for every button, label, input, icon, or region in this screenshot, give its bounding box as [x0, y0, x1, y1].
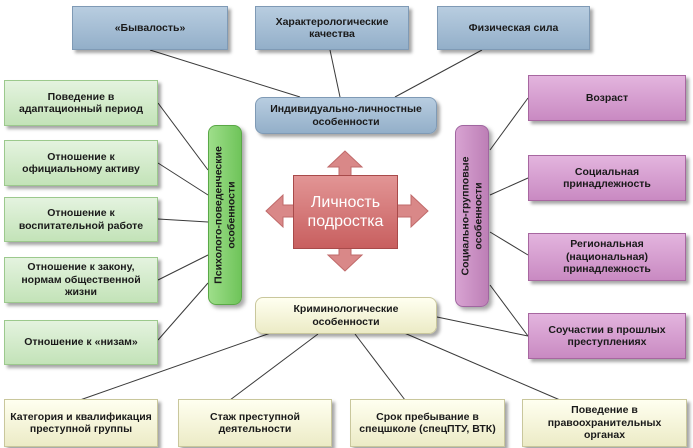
arrow-up-icon: [326, 150, 364, 178]
psych-behavioral-box: Психолого-поведенческие особенности: [208, 125, 242, 305]
social-group-label: Социально-групповые особенности: [459, 156, 485, 276]
top-box-strength: Физическая сила: [437, 6, 590, 50]
left-box-lower-caste: Отношение к «низам»: [4, 320, 158, 365]
individual-personal-box: Индивидуально-личностные особенности: [255, 97, 437, 134]
top-box-byvalost: «Бывалость»: [72, 6, 228, 50]
bottom-box-law-enforcement: Поведение в правоохранительных органах: [522, 399, 687, 447]
psych-behavioral-label: Психолого-поведенческие особенности: [212, 146, 238, 284]
bottom-box-crime-experience: Стаж преступной деятельности: [178, 399, 332, 447]
arrow-left-icon: [265, 193, 296, 229]
right-box-social-affiliation: Социальная принадлежность: [528, 155, 686, 201]
top-box-character: Характерологические качества: [255, 6, 409, 50]
right-box-regional: Региональная (национальная) принадлежнос…: [528, 233, 686, 281]
center-box-personality: Личность подростка: [293, 175, 398, 249]
social-group-box: Социально-групповые особенности: [455, 125, 489, 307]
left-box-adaptation: Поведение в адаптационный период: [4, 80, 158, 126]
bottom-box-special-school: Срок пребывание в спецшколе (спецПТУ, ВТ…: [350, 399, 505, 447]
arrow-right-icon: [394, 193, 429, 229]
criminological-box: Криминологические особенности: [255, 297, 437, 334]
left-box-educational-work: Отношение к воспитательной работе: [4, 197, 158, 242]
left-box-law-norms: Отношение к закону, нормам общественной …: [4, 257, 158, 303]
right-box-age: Возраст: [528, 75, 686, 121]
right-box-past-crimes: Соучастии в прошлых преступлениях: [528, 313, 686, 359]
left-box-official-activ: Отношение к официальному активу: [4, 140, 158, 186]
bottom-box-group-category: Категория и квалификация преступной груп…: [4, 399, 158, 447]
